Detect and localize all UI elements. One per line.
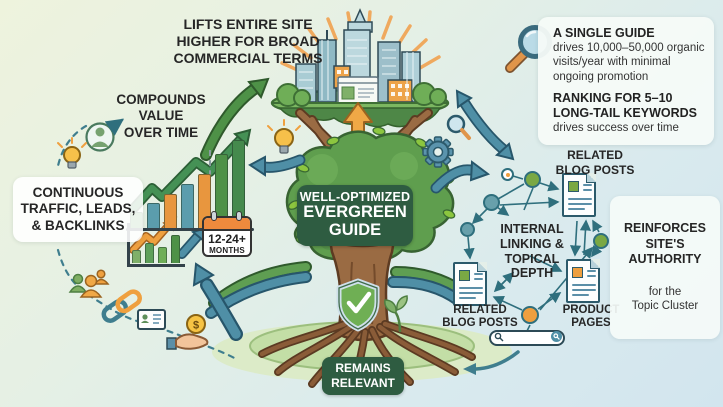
- chart-bar: [198, 174, 211, 228]
- early-growth-chart: [132, 232, 180, 263]
- info-line1-text: drives 10,000–50,000 organic visits/year…: [553, 42, 705, 83]
- search-return-arrow: [463, 350, 520, 375]
- cluster-node-orange: [521, 306, 539, 324]
- related-blog-posts-top-label: RELATED BLOG POSTS: [555, 148, 635, 177]
- city-cluster-double-arrow: [455, 89, 515, 161]
- avatar-arrow: [104, 118, 125, 136]
- calendar-header: [204, 218, 250, 231]
- continuous-traffic-callout: CONTINUOUS TRAFFIC, LEADS, & BACKLINKS: [13, 177, 143, 243]
- cluster-node-small: [501, 168, 514, 181]
- chart-bar: [232, 140, 245, 228]
- tree-to-charts-arrow: [248, 154, 306, 177]
- platform-bushes: [276, 82, 447, 107]
- badge-line3: GUIDE: [328, 220, 382, 239]
- calendar-unit: MONTHS: [209, 246, 245, 255]
- chain-link-icon: [101, 289, 142, 323]
- chart-bar: [147, 203, 160, 228]
- compounding-traffic-chart: [130, 140, 245, 228]
- chart-bar: [171, 235, 180, 263]
- people-group-icon: [68, 269, 110, 298]
- chart-bar: [164, 194, 177, 228]
- svg-text:$: $: [193, 320, 199, 332]
- lightbulb-icon: [57, 137, 87, 169]
- search-bar: [489, 330, 565, 346]
- search-icon: [494, 329, 504, 347]
- calendar-icon: 12-24+ MONTHS: [202, 211, 252, 258]
- cluster-node-teal: [483, 194, 500, 211]
- chart-bar: [158, 247, 167, 263]
- sprout-icon: [384, 295, 408, 333]
- hand-coin-icon: $: [166, 314, 209, 350]
- lifts-callout: LIFTS ENTIRE SITE HIGHER FOR BROAD COMME…: [173, 16, 323, 67]
- info-line1-heading: A SINGLE GUIDE: [553, 26, 655, 40]
- related-blog-post-document-icon: [562, 173, 596, 217]
- gear-icon: [422, 136, 454, 168]
- related-blog-posts-bottom-label: RELATED BLOG POSTS: [442, 304, 518, 330]
- shield-check-icon: [336, 278, 380, 332]
- bottom-to-roots-arrow: [192, 262, 243, 341]
- info-line2-text: drives success over time: [553, 122, 679, 135]
- tree-to-cluster-arrow: [430, 160, 491, 194]
- chart-bar: [215, 154, 228, 228]
- calendar-ring: [211, 211, 217, 221]
- chart-baseline: [126, 228, 254, 231]
- charts-to-city-arrow: [200, 77, 270, 161]
- lightbulb-icon: [267, 119, 301, 154]
- magnifier-small-icon: [446, 114, 471, 140]
- cluster-node-teal: [460, 222, 475, 237]
- badge-line2: EVERGREEN: [303, 203, 407, 221]
- calendar-duration: 12-24+: [208, 232, 246, 246]
- compounds-callout: COMPOUNDS VALUE OVER TIME: [116, 92, 206, 140]
- chart-bar: [181, 184, 194, 228]
- related-blog-post-document-icon: [453, 262, 487, 306]
- internal-linking-label: INTERNAL LINKING & TOPICAL DEPTH: [500, 222, 564, 281]
- chart-axis: [127, 223, 185, 267]
- cluster-node-green: [593, 233, 609, 249]
- chart-bar: [145, 243, 154, 263]
- reinforces-sub-text: for the Topic Cluster: [631, 286, 699, 313]
- city-skyline: [270, 8, 450, 128]
- chart-bar: [132, 250, 141, 263]
- search-button-icon: [551, 329, 562, 347]
- badge-line1: WELL-OPTIMIZED: [299, 190, 411, 204]
- reinforces-bold-text: REINFORCES SITE'S AUTHORITY: [624, 221, 706, 266]
- cluster-node-green: [524, 171, 541, 188]
- topic-cluster-links: [463, 175, 603, 332]
- single-guide-info-box: A SINGLE GUIDE drives 10,000–50,000 orga…: [538, 17, 714, 145]
- calendar-ring: [236, 211, 242, 221]
- webpage-card: [337, 76, 379, 105]
- product-page-document-icon: [566, 259, 600, 303]
- id-card-icon: [137, 309, 166, 330]
- reinforces-authority-callout: REINFORCES SITE'S AUTHORITY for the Topi…: [610, 196, 720, 339]
- product-pages-label: PRODUCT PAGES: [562, 304, 620, 330]
- evergreen-guide-badge: WELL-OPTIMIZED EVERGREEN GUIDE: [297, 185, 413, 246]
- info-line2-heading: RANKING FOR 5–10 LONG-TAIL KEYWORDS: [553, 91, 697, 121]
- remains-relevant-badge: REMAINS RELEVANT: [322, 357, 404, 395]
